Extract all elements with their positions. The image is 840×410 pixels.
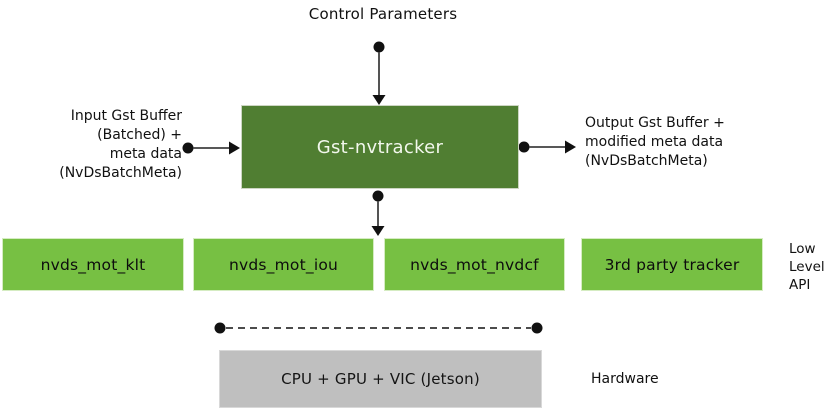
- block-3rd-party-tracker-label: 3rd party tracker: [604, 255, 740, 274]
- hardware-block: CPU + GPU + VIC (Jetson): [219, 350, 542, 408]
- block-nvds-mot-nvdcf-label: nvds_mot_nvdcf: [410, 255, 539, 274]
- block-nvds-mot-nvdcf: nvds_mot_nvdcf: [384, 238, 565, 291]
- hardware-side-label: Hardware: [591, 371, 659, 387]
- input-gst-buffer-label: Input Gst Buffer (Batched) + meta data (…: [59, 108, 182, 181]
- low-level-api-label: Low Level API: [789, 241, 825, 293]
- block-nvds-mot-iou-label: nvds_mot_iou: [228, 255, 339, 274]
- output-gst-buffer-label: Output Gst Buffer + modified meta data (…: [585, 115, 725, 169]
- input-arrow: [182, 141, 240, 155]
- block-3rd-party-tracker: 3rd party tracker: [581, 238, 763, 291]
- control-params-arrow: [372, 41, 386, 105]
- hardware-span-dashed-line: [214, 322, 543, 334]
- gst-nvtracker-block: Gst-nvtracker: [241, 105, 519, 189]
- tracker-to-lowlevel-arrow: [371, 190, 385, 236]
- block-nvds-mot-klt-label: nvds_mot_klt: [40, 255, 146, 274]
- gst-nvtracker-block-label: Gst-nvtracker: [316, 136, 444, 158]
- block-nvds-mot-klt: nvds_mot_klt: [2, 238, 184, 291]
- output-arrow: [518, 140, 576, 154]
- hardware-block-label: CPU + GPU + VIC (Jetson): [281, 370, 480, 388]
- control-parameters-label: Control Parameters: [308, 5, 458, 23]
- block-nvds-mot-iou: nvds_mot_iou: [193, 238, 374, 291]
